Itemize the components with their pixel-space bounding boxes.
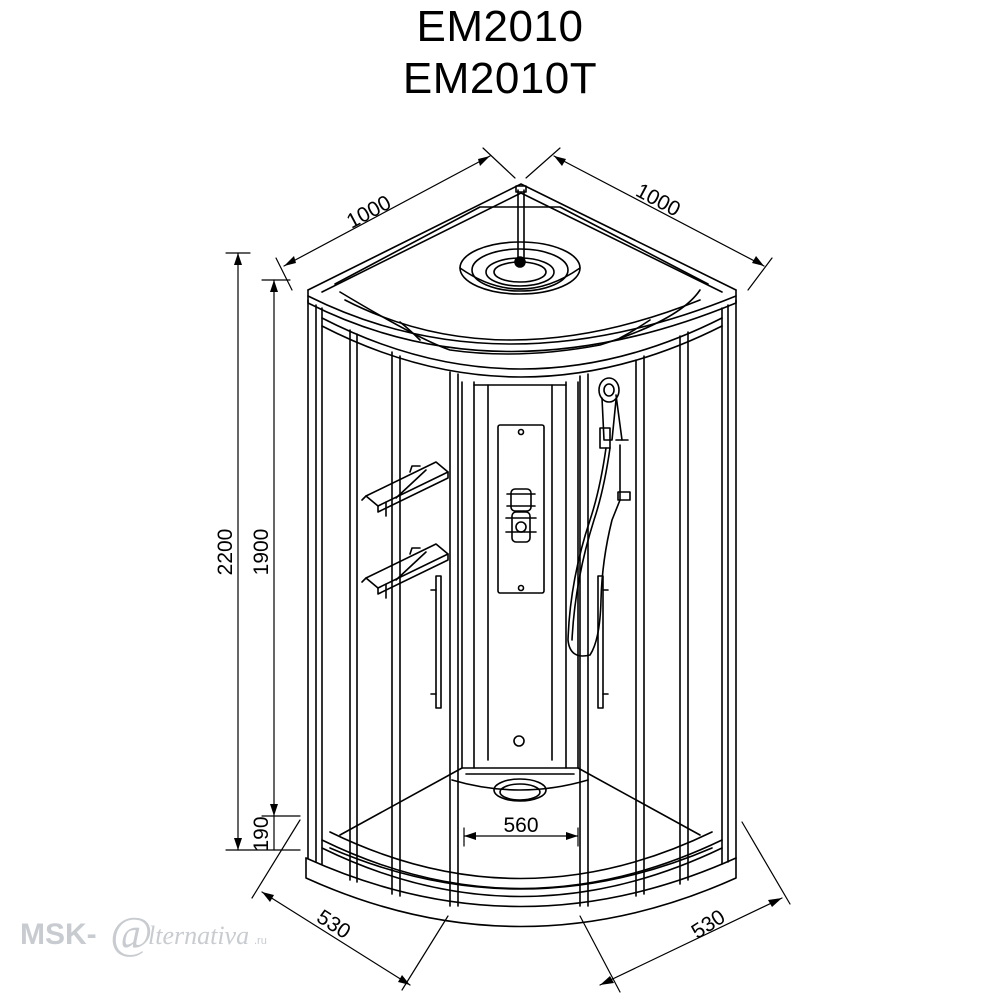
watermark-brand: MSK- bbox=[20, 918, 97, 951]
back-panel bbox=[461, 381, 579, 769]
model-title: EM2010 bbox=[416, 2, 584, 51]
dim-front-right: 530 bbox=[688, 905, 730, 943]
watermark-at: @ bbox=[110, 907, 152, 958]
dim-cabin-height: 1900 bbox=[250, 529, 273, 576]
door-handle-right bbox=[597, 575, 609, 709]
shelf-lower bbox=[361, 543, 449, 599]
shelf-upper bbox=[361, 461, 449, 517]
model-title-variant: EM2010T bbox=[402, 54, 598, 103]
shower-tray bbox=[305, 767, 737, 928]
mixer-controls bbox=[505, 488, 537, 543]
dim-total-height: 2200 bbox=[214, 529, 237, 576]
rain-shower-head bbox=[459, 185, 581, 295]
hand-shower bbox=[567, 377, 631, 657]
door-handle-left bbox=[430, 575, 442, 709]
dim-tray-height: 190 bbox=[250, 816, 273, 851]
watermark-word: lternativa bbox=[148, 921, 249, 950]
dim-drain-width: 560 bbox=[503, 814, 538, 837]
dim-width-right: 1000 bbox=[632, 179, 684, 221]
watermark-domain: .ru bbox=[254, 935, 267, 947]
door-frame bbox=[307, 299, 737, 907]
roof-cap bbox=[307, 183, 737, 355]
dim-width-left: 1000 bbox=[343, 191, 395, 233]
dimension-arrows bbox=[234, 156, 782, 985]
dimension-lines bbox=[225, 147, 791, 993]
watermark-logo: MSK- @ lternativa .ru bbox=[20, 907, 267, 958]
